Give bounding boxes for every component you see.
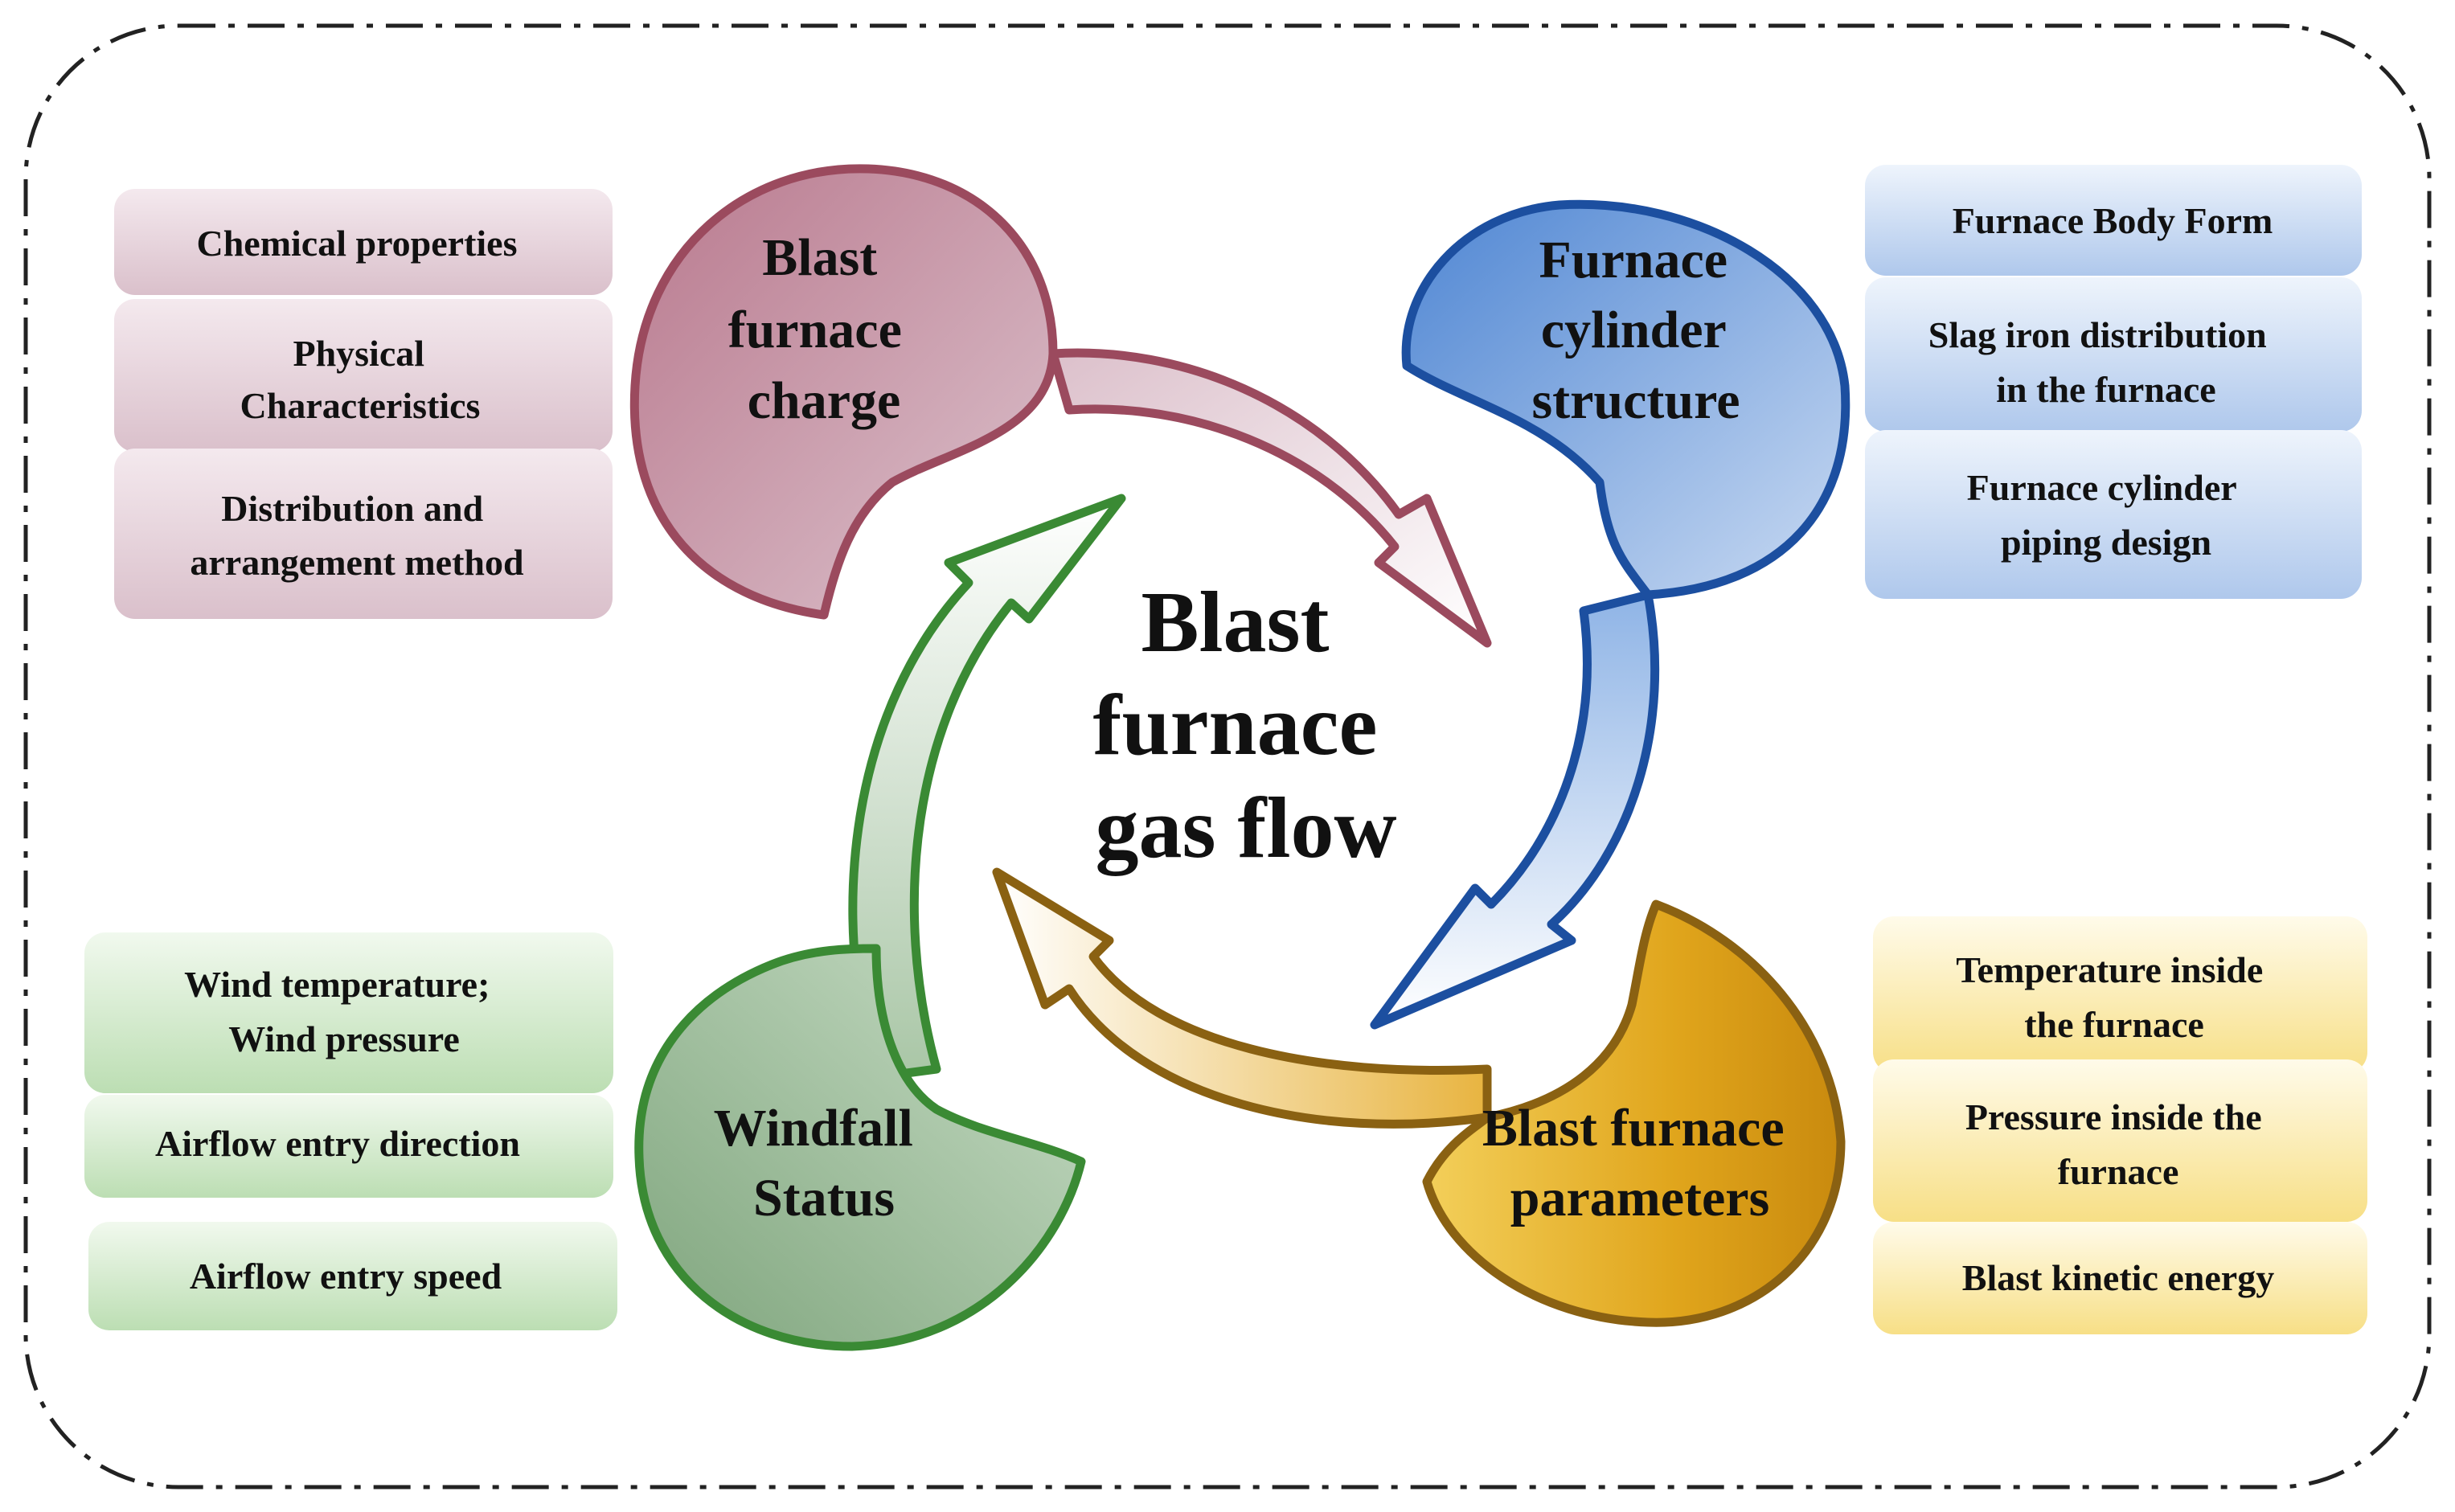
property-box [114,189,613,295]
box-label-chemical-properties: Chemical properties [196,223,517,264]
box-label-wind-temperature-pressure: Wind temperature; Wind pressure [184,964,499,1059]
petal-label-charge: Blast furnace charge [728,228,916,430]
property-box [114,449,613,619]
box-label-physical-characteristics: Physical Characteristics [240,333,481,426]
petal-blast-furnace-charge [629,164,1058,620]
box-label-furnace-body-form: Furnace Body Form [1953,200,2273,241]
property-box [1865,430,2362,599]
arrow-charge-to-cylinder [1048,348,1492,648]
arrow-parameters-to-windfall [992,867,1492,1129]
property-box [84,1095,613,1198]
box-label-cylinder-piping-design: Furnace cylinder piping design [1967,467,2246,563]
petal-furnace-cylinder-structure [1401,199,1850,600]
property-box [1865,165,2362,276]
petal-label-cylinder: Furnace cylinder structure [1531,231,1740,430]
box-group-parameters: Temperature inside the furnace Pressure … [1873,916,2367,1334]
property-box [88,1222,617,1330]
box-label-blast-kinetic-energy: Blast kinetic energy [1962,1257,2274,1298]
petal-windfall-status [634,944,1086,1351]
center-title: Blast furnace gas flow [1093,575,1400,876]
property-box [1873,916,2367,1073]
petal-labels: Blast furnace charge Furnace cylinder st… [714,228,1797,1227]
property-box [1865,277,2362,432]
box-group-charge: Chemical properties Physical Characteris… [114,189,613,619]
box-label-airflow-entry-direction: Airflow entry direction [155,1123,520,1164]
petal-blast-furnace-parameters [1422,899,1846,1327]
box-label-slag-iron-distribution: Slag iron distribution in the furnace [1928,314,2276,410]
box-label-pressure-inside: Pressure inside the furnace [1965,1096,2271,1192]
property-box [84,932,613,1093]
box-label-distribution-method: Distribution and arrangement method [190,488,524,583]
box-group-windfall: Wind temperature; Wind pressure Airflow … [84,932,617,1330]
petal-label-windfall: Windfall Status [714,1099,927,1227]
property-box [1873,1059,2367,1222]
property-box [114,299,613,452]
box-group-cylinder: Furnace Body Form Slag iron distribution… [1865,165,2362,599]
box-label-temperature-inside: Temperature inside the furnace [1956,949,2273,1045]
box-label-airflow-entry-speed: Airflow entry speed [190,1256,502,1297]
diagram-frame [23,23,2432,1489]
arrow-cylinder-to-parameters [1370,590,1660,1030]
petal-label-parameters: Blast furnace parameters [1482,1099,1797,1227]
property-box [1873,1222,2367,1334]
